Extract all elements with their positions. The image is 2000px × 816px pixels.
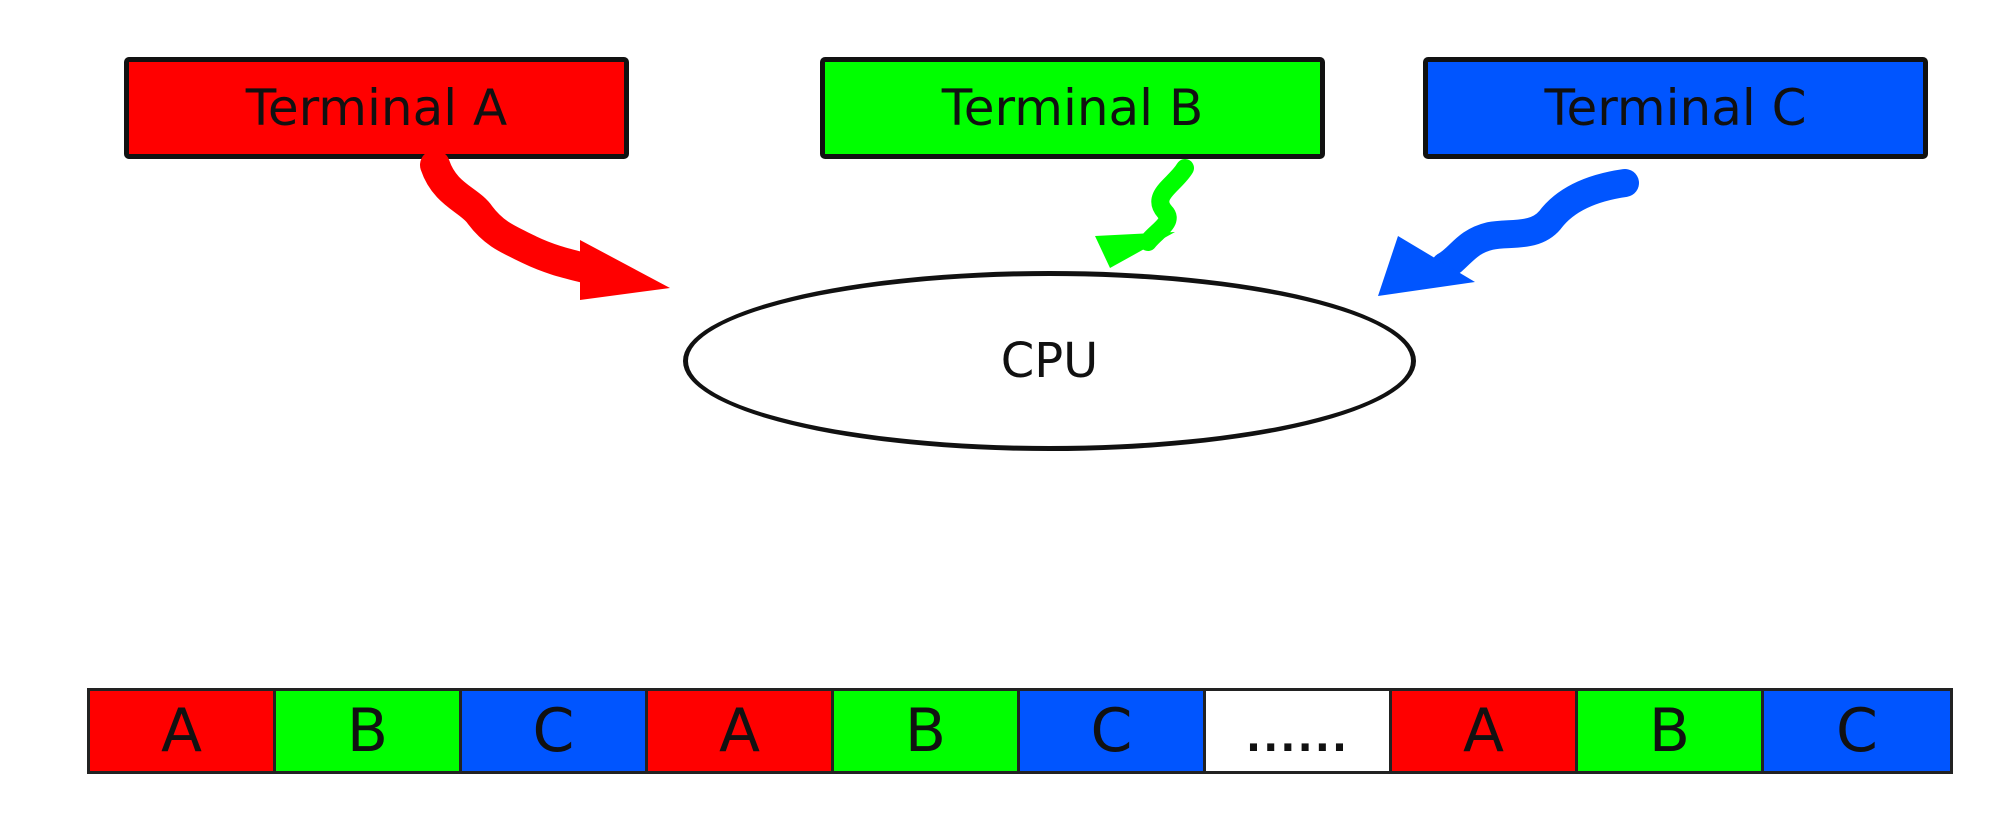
arrow-terminal-a <box>420 150 670 300</box>
time-slot-label: C <box>1090 696 1133 766</box>
terminal-c-label: Terminal C <box>1544 79 1807 137</box>
time-slot-label: A <box>1462 696 1505 766</box>
arrow-terminal-b <box>1095 159 1194 268</box>
time-slot-label: A <box>160 696 203 766</box>
cpu-node: CPU <box>683 271 1416 451</box>
time-slot: A <box>648 691 834 771</box>
time-slot: C <box>1764 691 1950 771</box>
arrow-terminal-c <box>1378 169 1639 296</box>
terminal-b-label: Terminal B <box>941 79 1204 137</box>
time-slot: B <box>834 691 1020 771</box>
time-slot-label: B <box>346 696 389 766</box>
time-slice-timeline: A B C A B C ...... A B C <box>87 688 1953 774</box>
terminal-c-box: Terminal C <box>1423 57 1928 159</box>
time-slot: B <box>1578 691 1764 771</box>
time-slot: A <box>90 691 276 771</box>
time-slot-label: B <box>1648 696 1691 766</box>
time-slot: A <box>1392 691 1578 771</box>
terminal-b-box: Terminal B <box>820 57 1325 159</box>
time-slot-label: ...... <box>1245 715 1350 761</box>
time-slot: C <box>1020 691 1206 771</box>
terminal-a-box: Terminal A <box>124 57 629 159</box>
terminal-a-label: Terminal A <box>245 79 508 137</box>
time-slot-ellipsis: ...... <box>1206 691 1392 771</box>
time-slot-label: C <box>532 696 575 766</box>
time-slot-label: C <box>1836 696 1878 766</box>
time-slot-label: A <box>718 696 761 766</box>
cpu-label: CPU <box>1000 333 1099 389</box>
time-slot-label: B <box>904 696 947 766</box>
time-slot: C <box>462 691 648 771</box>
time-slot: B <box>276 691 462 771</box>
